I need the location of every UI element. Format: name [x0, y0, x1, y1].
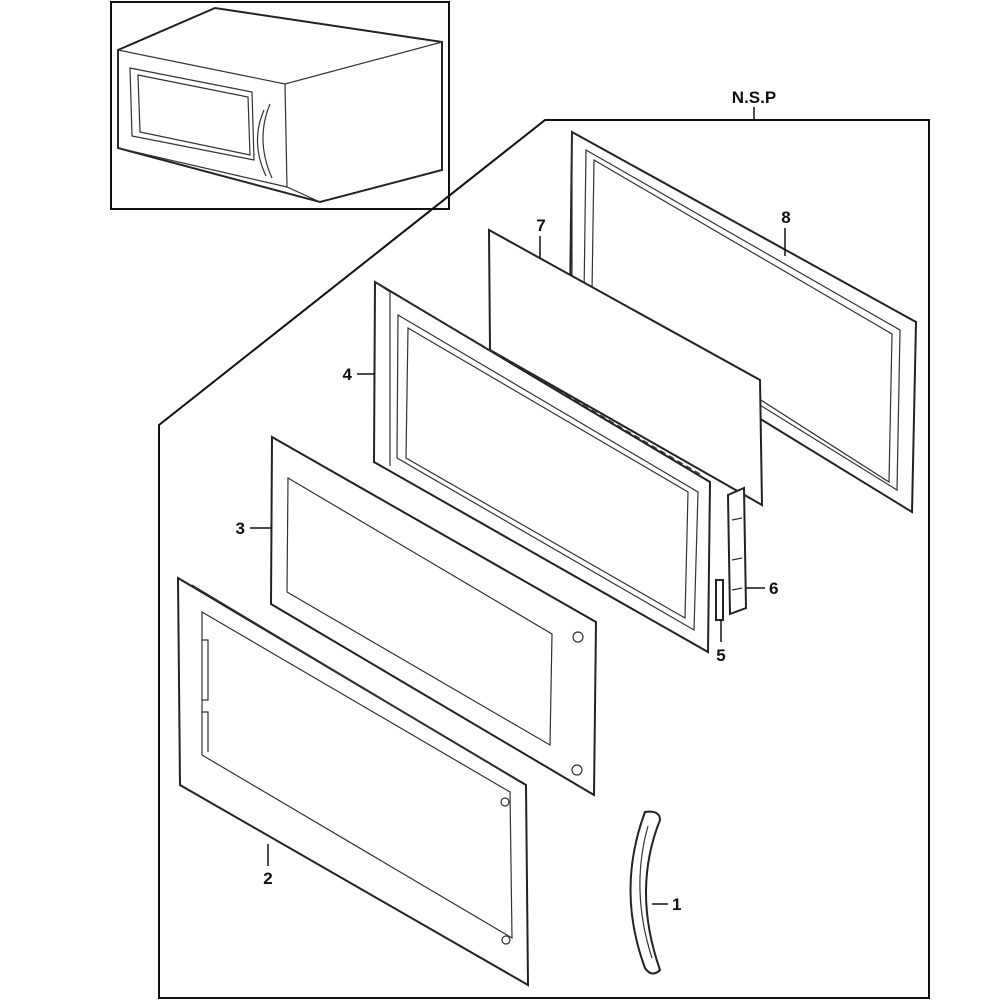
label-nsp: N.S.P	[732, 88, 776, 107]
label-5: 5	[716, 646, 725, 665]
label-6: 6	[769, 579, 778, 598]
label-4: 4	[343, 365, 353, 384]
label-8: 8	[781, 208, 790, 227]
label-2: 2	[263, 869, 272, 888]
nsp-outline: N.S.P	[158, 88, 930, 999]
part-5-hinge-pin: 5	[715, 579, 726, 665]
microwave-overview-inset	[110, 1, 450, 210]
label-7: 7	[536, 216, 545, 235]
part-2-outer-door-panel: 2	[176, 576, 530, 987]
label-3: 3	[236, 519, 245, 538]
part-6-door-latch: 6	[726, 486, 778, 616]
part-7-film-sheet: 7	[487, 216, 764, 507]
microwave-icon	[117, 6, 443, 204]
part-8-rear-door-frame: 8	[568, 130, 918, 514]
part-1-door-handle: 1	[629, 810, 681, 975]
label-1: 1	[672, 895, 681, 914]
part-4-door-frame-assembly: 4	[343, 280, 712, 654]
part-3-glass-panel: 3	[236, 435, 598, 797]
